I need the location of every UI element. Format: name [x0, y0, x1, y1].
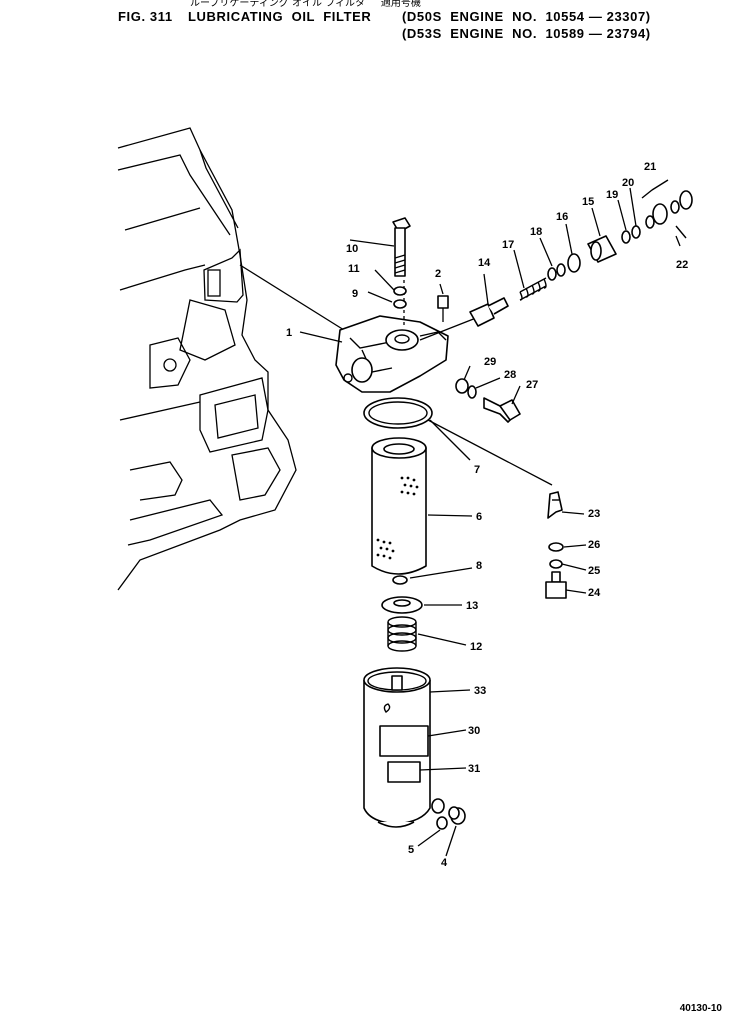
washer-26 [548, 542, 564, 552]
filter-element-6 [371, 437, 427, 575]
callout-1: 1 [286, 327, 292, 339]
callout-2: 2 [435, 268, 441, 280]
callout-8: 8 [476, 560, 482, 572]
callout-28: 28 [504, 369, 516, 381]
callout-6: 6 [476, 511, 482, 523]
bolt-27 [483, 397, 521, 423]
spring-12 [387, 616, 417, 652]
bolt-24 [545, 571, 567, 599]
filter-case-33 [363, 667, 445, 828]
o-ring-8 [392, 575, 408, 585]
callout-18: 18 [530, 226, 542, 238]
leader-lines [299, 187, 681, 857]
callout-15: 15 [582, 196, 594, 208]
washer-29 [455, 378, 469, 394]
callout-24: 24 [588, 587, 601, 599]
callout-31: 31 [468, 763, 480, 775]
callout-22: 22 [676, 259, 688, 271]
callout-17: 17 [502, 239, 514, 251]
callout-10: 10 [346, 243, 358, 255]
washer-11 [393, 286, 407, 296]
leader-to-clip [427, 419, 553, 486]
callout-26: 26 [588, 539, 600, 551]
gasket-5 [436, 816, 448, 830]
o-ring-7 [363, 397, 433, 429]
callout-29: 29 [484, 356, 496, 368]
callout-27: 27 [526, 379, 538, 391]
plug-2 [437, 295, 449, 322]
washer-28 [467, 385, 477, 399]
engine-block-outline [117, 127, 361, 591]
clip-23 [547, 491, 563, 519]
callout-20: 20 [622, 177, 634, 189]
filter-head [335, 315, 449, 393]
callout-5: 5 [408, 844, 414, 856]
callout-7: 7 [474, 464, 480, 476]
japanese-title: ルーブリケーティング オイル フィルタ 適用号機 [190, 0, 421, 9]
callout-labels: 1 2 4 5 6 7 8 9 10 11 12 13 14 15 16 17 … [286, 161, 688, 869]
callout-33: 33 [474, 685, 486, 697]
lock-washer-25 [549, 559, 563, 569]
catalog-number: 40130-10 [679, 1003, 722, 1014]
o-ring-9 [393, 299, 407, 309]
callout-16: 16 [556, 211, 568, 223]
applicability-line-2: (D53S ENGINE NO. 10589 — 23794) [402, 26, 651, 41]
callout-9: 9 [352, 288, 358, 300]
applicability-line-1: (D50S ENGINE NO. 10554 — 23307) [402, 9, 651, 24]
figure-number: FIG. 311 [118, 9, 173, 24]
drain-plug-4 [448, 806, 466, 825]
callout-13: 13 [466, 600, 478, 612]
figure-title: LUBRICATING OIL FILTER [188, 9, 372, 24]
callout-12: 12 [470, 641, 482, 653]
valve-assembly [419, 179, 693, 341]
spring-seat-13 [381, 596, 423, 614]
callout-4: 4 [441, 857, 448, 869]
callout-19: 19 [606, 189, 618, 201]
bolt-10 [392, 217, 411, 326]
callout-25: 25 [588, 565, 600, 577]
callout-11: 11 [348, 263, 360, 275]
callout-30: 30 [468, 725, 480, 737]
callout-23: 23 [588, 508, 600, 520]
callout-14: 14 [478, 257, 491, 269]
callout-21: 21 [644, 161, 656, 173]
